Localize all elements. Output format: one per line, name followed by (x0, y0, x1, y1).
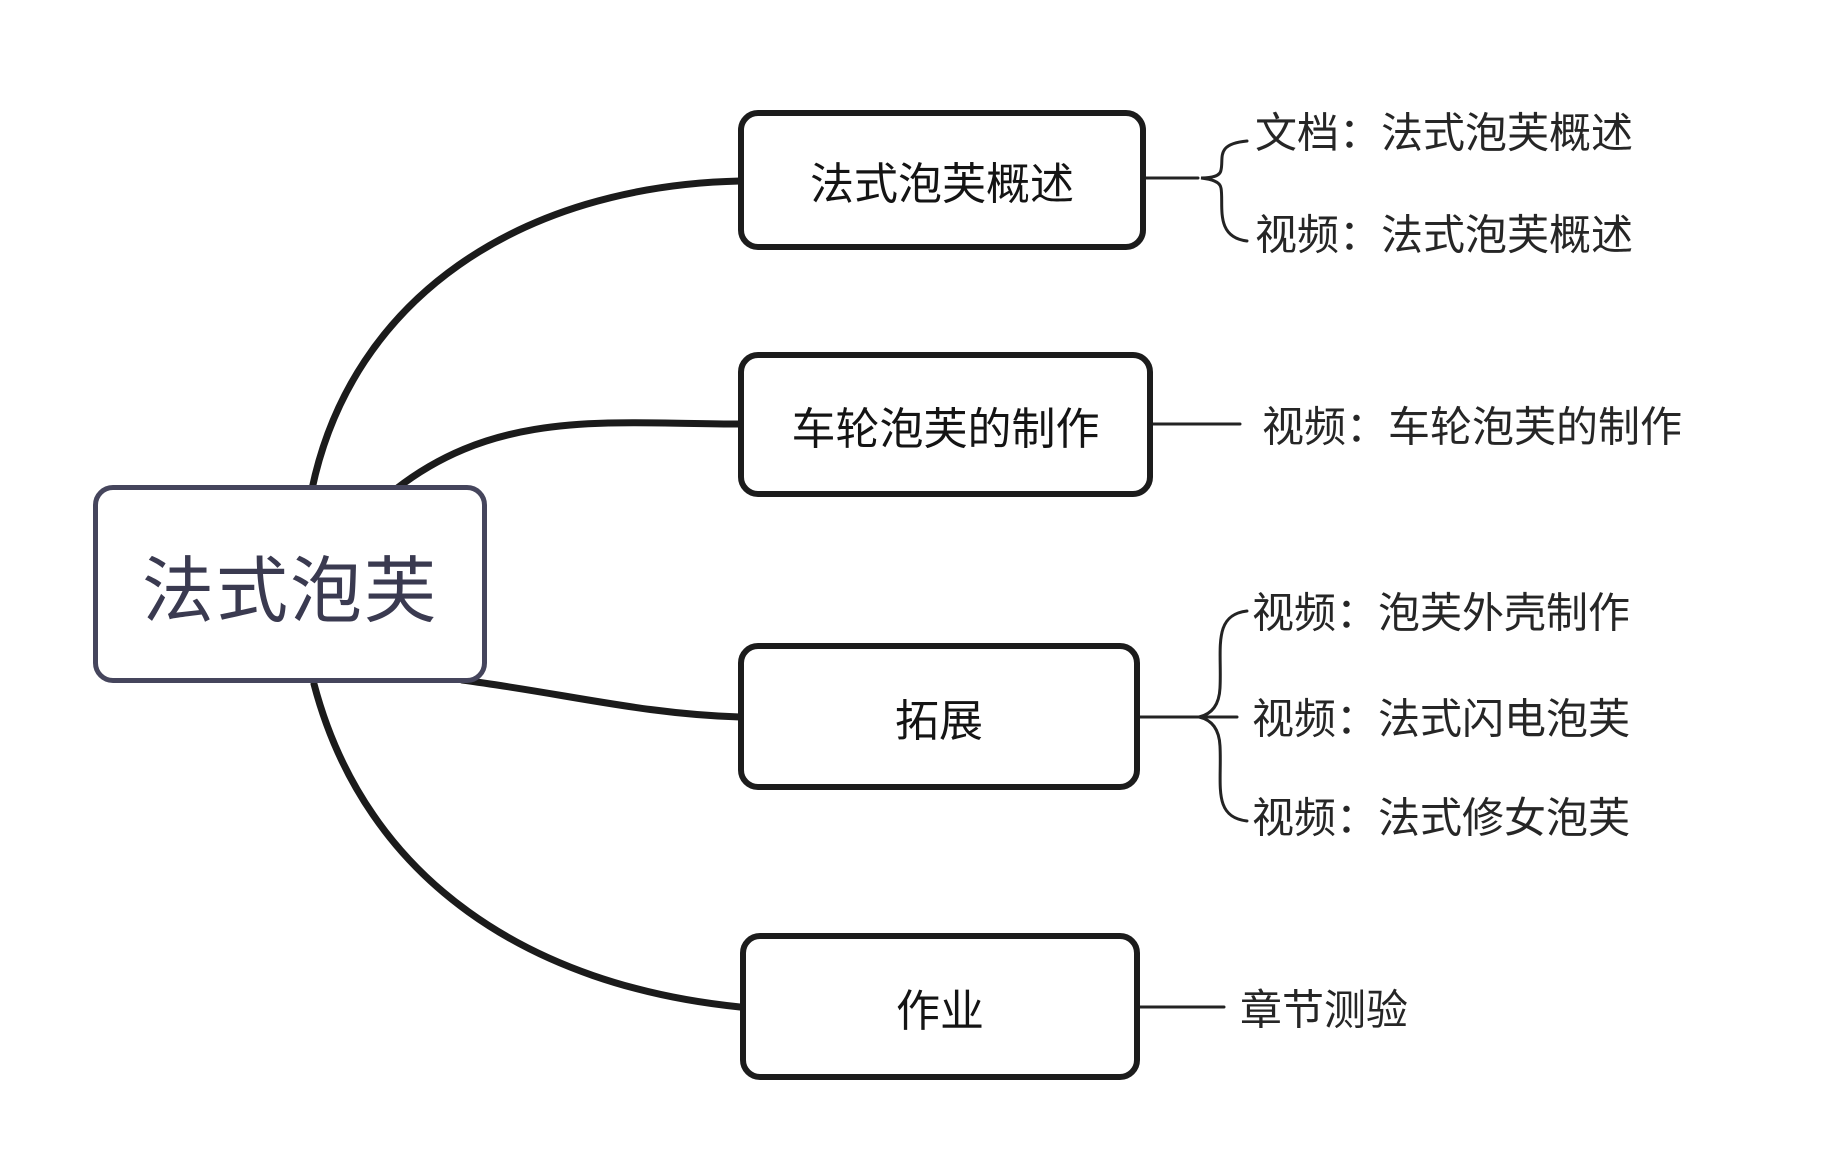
leaf-video-overview[interactable]: 视频：法式泡芙概述 (1255, 211, 1634, 259)
leaf-video-puff-shell[interactable]: 视频：泡芙外壳制作 (1252, 589, 1631, 637)
branch-node-wheel-puff[interactable]: 车轮泡芙的制作 (738, 352, 1153, 497)
root-branch-curve-3 (458, 676, 744, 721)
leaf-doc-overview[interactable]: 文档：法式泡芙概述 (1255, 109, 1634, 157)
root-branch-curve-2 (392, 419, 744, 493)
leaf-video-eclair[interactable]: 视频：法式闪电泡芙 (1252, 695, 1631, 743)
brace-branch-1 (1200, 139, 1249, 243)
brace-branch-3 (1198, 609, 1249, 823)
root-branch-curve-4 (310, 680, 744, 1011)
root-branch-curve-1 (308, 177, 744, 493)
branch-node-overview[interactable]: 法式泡芙概述 (738, 110, 1146, 250)
branch-node-extension[interactable]: 拓展 (738, 643, 1140, 790)
leaf-video-wheel-puff[interactable]: 视频：车轮泡芙的制作 (1262, 403, 1683, 451)
branch-node-homework[interactable]: 作业 (740, 933, 1140, 1080)
leaf-video-religieuse[interactable]: 视频：法式修女泡芙 (1252, 794, 1631, 842)
leaf-chapter-quiz[interactable]: 章节测验 (1240, 986, 1409, 1034)
root-node[interactable]: 法式泡芙 (93, 485, 487, 683)
